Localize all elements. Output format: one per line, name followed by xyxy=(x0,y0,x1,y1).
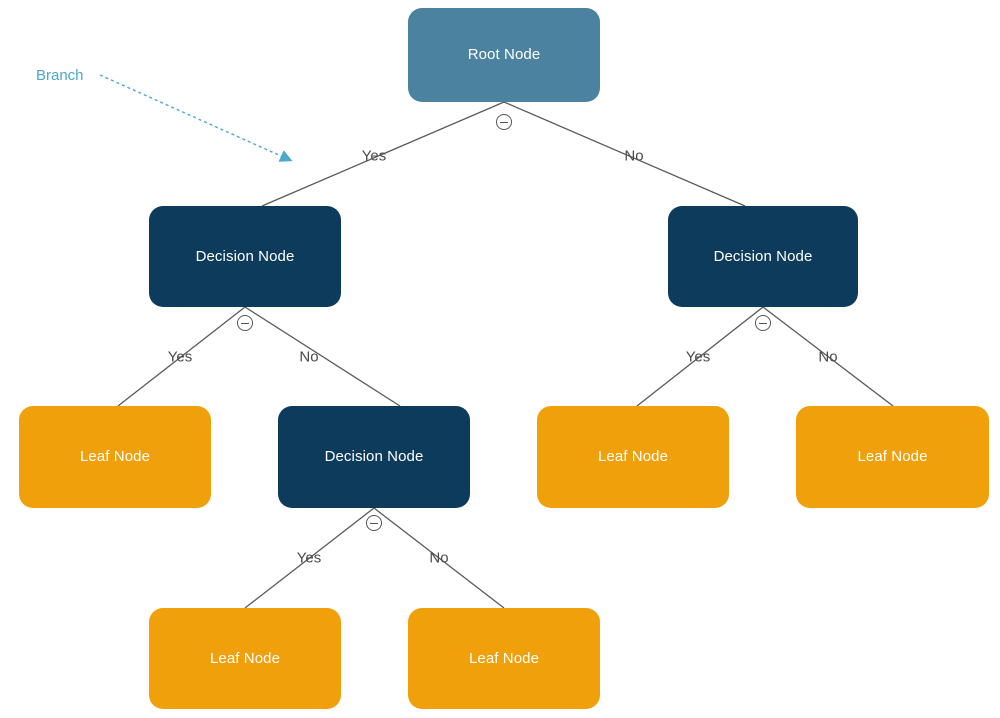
edge-label-d-m-yes: Yes xyxy=(296,549,322,567)
node-label: Decision Node xyxy=(713,247,813,265)
edge-d-l-to-d-m xyxy=(244,306,401,407)
node-leaf-4[interactable]: Leaf Node xyxy=(149,608,341,709)
edge-label-d-l-no: No xyxy=(299,348,319,366)
edge-label-d-l-yes: Yes xyxy=(167,348,193,366)
node-d-l[interactable]: Decision Node xyxy=(149,206,341,307)
minus-circle-icon[interactable] xyxy=(237,315,253,331)
node-label: Root Node xyxy=(467,46,541,63)
edge-label-root-yes: Yes xyxy=(361,147,387,165)
node-leaf-2[interactable]: Leaf Node xyxy=(537,406,729,508)
edge-label-d-m-no: No xyxy=(429,549,449,567)
node-leaf-5[interactable]: Leaf Node xyxy=(408,608,600,709)
edge-label-d-r-yes: Yes xyxy=(685,348,711,366)
minus-circle-icon[interactable] xyxy=(755,315,771,331)
node-label: Decision Node xyxy=(324,448,424,465)
edge-label-root-no: No xyxy=(624,147,644,165)
node-label: Leaf Node xyxy=(209,649,281,667)
node-label: Decision Node xyxy=(195,247,295,265)
edge-label-d-r-no: No xyxy=(818,348,838,366)
node-d-r[interactable]: Decision Node xyxy=(668,206,858,307)
branch-annotation-label: Branch xyxy=(36,67,84,84)
minus-circle-icon[interactable] xyxy=(366,515,382,531)
tree-edges xyxy=(117,101,894,609)
node-label: Leaf Node xyxy=(857,448,928,465)
node-root[interactable]: Root Node xyxy=(408,8,600,102)
minus-circle-icon[interactable] xyxy=(496,114,512,130)
node-label: Leaf Node xyxy=(597,448,669,465)
branch-callout-arrow xyxy=(99,74,293,162)
node-leaf-3[interactable]: Leaf Node xyxy=(796,406,989,508)
node-label: Leaf Node xyxy=(468,649,540,667)
node-d-m[interactable]: Decision Node xyxy=(278,406,470,508)
node-label: Leaf Node xyxy=(79,448,151,465)
node-leaf-1[interactable]: Leaf Node xyxy=(19,406,211,508)
